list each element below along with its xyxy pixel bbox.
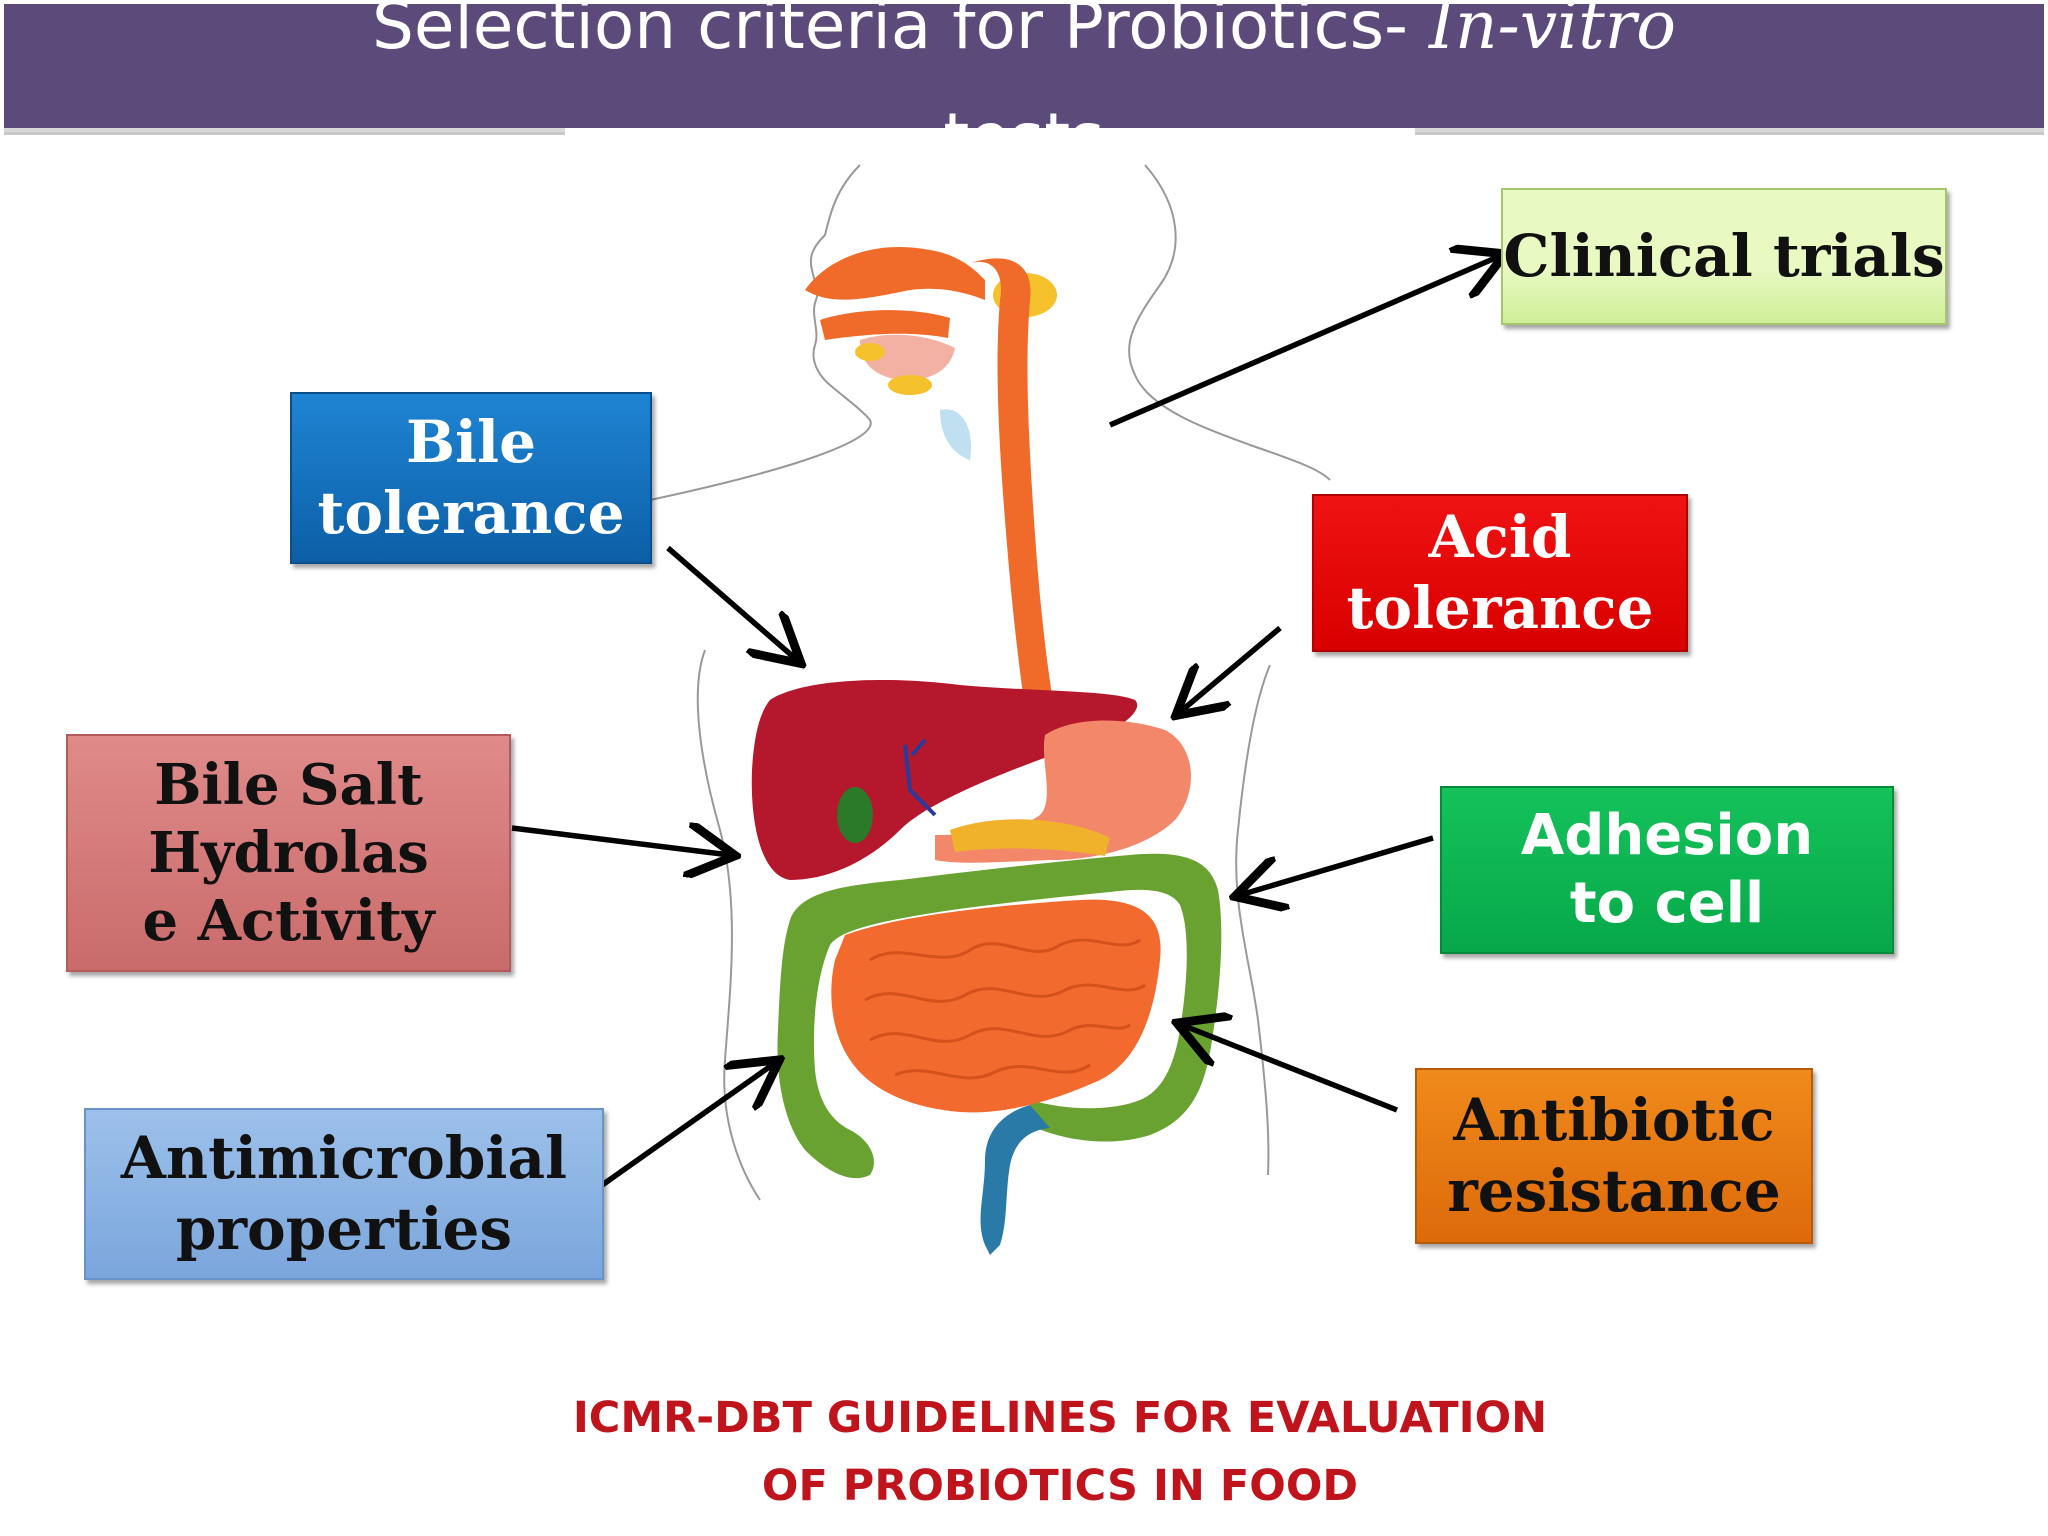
antibiotic-resistance-box: Antibiotic resistance bbox=[1415, 1068, 1813, 1244]
title-italic: In-vitro bbox=[1428, 4, 1677, 64]
bile-tolerance-label: Bile tolerance bbox=[317, 408, 625, 547]
title-second-line: tests bbox=[943, 99, 1104, 128]
title-underline-gap bbox=[565, 128, 1415, 140]
antimicrobial-properties-box: Antimicrobial properties bbox=[84, 1108, 604, 1280]
arrow-bile-tolerance bbox=[666, 545, 797, 660]
acid-tolerance-label: Acid tolerance bbox=[1346, 503, 1654, 642]
bile-salt-hydrolase-label: Bile Salt Hydrolas e Activity bbox=[142, 751, 435, 955]
arrow-acid-tolerance bbox=[1180, 625, 1282, 712]
pancreas bbox=[950, 819, 1110, 856]
arrow-clinical-trials bbox=[1108, 256, 1500, 428]
arrow-antibiotic bbox=[1182, 1025, 1399, 1113]
footer-line-1: ICMR-DBT GUIDELINES FOR EVALUATION bbox=[572, 1393, 1548, 1443]
arrow-antimicrobial bbox=[596, 1063, 775, 1191]
arrow-bile-salt-hydrolase bbox=[511, 828, 730, 855]
antimicrobial-properties-label: Antimicrobial properties bbox=[120, 1124, 568, 1263]
arrows bbox=[511, 256, 1500, 1191]
footer-line-2: OF PROBIOTICS IN FOOD bbox=[761, 1461, 1359, 1511]
acid-tolerance-box: Acid tolerance bbox=[1312, 494, 1688, 652]
antibiotic-resistance-label: Antibiotic resistance bbox=[1447, 1086, 1781, 1225]
small-intestine-folds bbox=[864, 938, 1146, 1080]
rectum bbox=[980, 1105, 1050, 1255]
title-bar: Selection criteria for Probiotics- In-vi… bbox=[4, 4, 2044, 132]
bile-duct bbox=[903, 738, 937, 817]
footer-caption: ICMR-DBT GUIDELINES FOR EVALUATION OF PR… bbox=[560, 1384, 1560, 1520]
body-outline bbox=[649, 164, 1331, 1201]
esophagus bbox=[965, 258, 1060, 740]
adhesion-to-cell-label: Adhesion to cell bbox=[1520, 802, 1814, 936]
arrow-adhesion bbox=[1240, 835, 1434, 895]
bile-salt-hydrolase-box: Bile Salt Hydrolas e Activity bbox=[66, 734, 511, 972]
large-intestine bbox=[777, 853, 1222, 1179]
adhesion-to-cell-box: Adhesion to cell bbox=[1440, 786, 1894, 954]
small-intestine bbox=[831, 899, 1161, 1113]
gallbladder bbox=[837, 787, 873, 843]
title-main: Selection criteria for Probiotics- bbox=[371, 4, 1429, 64]
clinical-trials-box: Clinical trials bbox=[1501, 188, 1947, 325]
slide-title: Selection criteria for Probiotics- In-vi… bbox=[4, 4, 2044, 128]
clinical-trials-label: Clinical trials bbox=[1503, 222, 1945, 291]
bile-tolerance-box: Bile tolerance bbox=[290, 392, 652, 564]
stomach bbox=[935, 720, 1192, 863]
